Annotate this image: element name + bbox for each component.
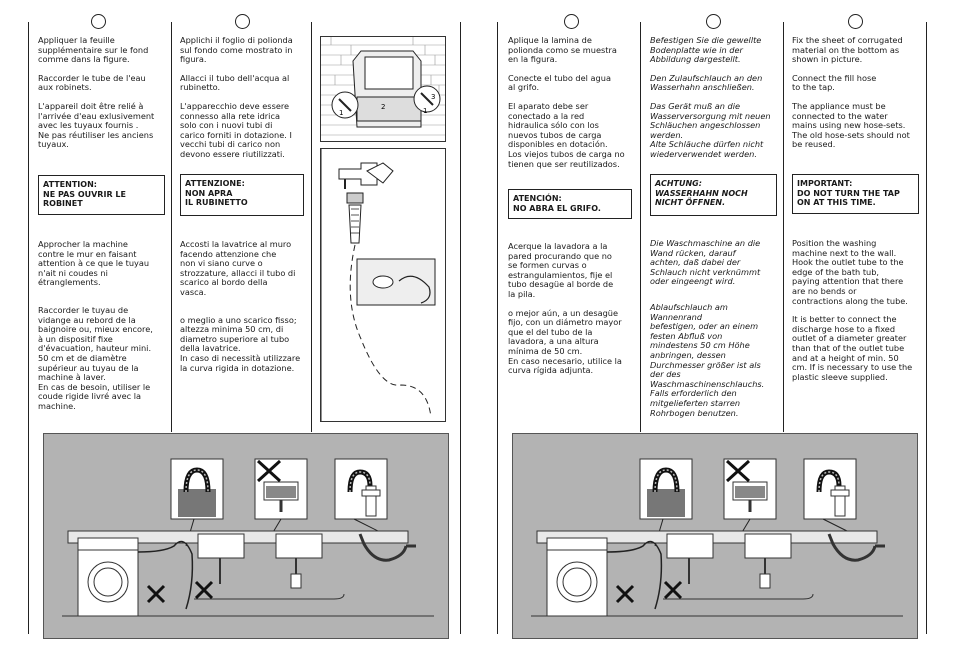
- de-paragraph-2: Den Zulaufschlauch an den Wasserhahn ans…: [650, 72, 763, 93]
- it-paragraph-5: o meglio a uno scarico fisso; altezza mi…: [180, 314, 301, 373]
- circle-marker-en: [848, 14, 863, 29]
- divider: [311, 22, 312, 432]
- en-paragraph-1: Fix the sheet of corrugated material on …: [792, 35, 903, 65]
- de-paragraph-3: Das Gerät muß an die Wasserversorgung mi…: [650, 100, 771, 159]
- circle-marker-es: [564, 14, 579, 29]
- es-paragraph-4: Acerque la lavadora a la pared procurand…: [508, 241, 614, 299]
- column-fr-lower: Approcher la machine contre le mur en fa…: [38, 239, 168, 421]
- fr-paragraph-3: L'appareil doit être relié à l'arrivée d…: [38, 100, 155, 150]
- drain-connection-figure: [43, 433, 449, 639]
- divider: [497, 22, 498, 634]
- figure-label: 1: [339, 109, 343, 117]
- figure-label: 3: [431, 93, 435, 101]
- column-en: Fix the sheet of corrugated material on …: [792, 35, 924, 159]
- it-paragraph-1: Applichi il foglio di polionda sul fondo…: [180, 35, 293, 65]
- column-it-lower: Accosti la lavatrice al muro facendo att…: [180, 239, 308, 382]
- de-warning-box: ACHTUNG: WASSERHAHN NOCH NICHT ÖFFNEN.: [650, 174, 777, 216]
- fr-paragraph-5: Raccorder le tuyau de vidange au rebord …: [38, 304, 153, 411]
- column-en-lower: Position the washing machine next to the…: [792, 238, 924, 391]
- circle-marker-it: [235, 14, 250, 29]
- fr-paragraph-1: Appliquer la feuille supplémentaire sur …: [38, 35, 149, 65]
- en-paragraph-2: Connect the fill hose to the tap.: [792, 72, 877, 93]
- divider: [460, 22, 461, 634]
- circle-marker-de: [706, 14, 721, 29]
- corrugated-sheet-figure: 2 1 3 1: [320, 36, 446, 142]
- es-warning-box: ATENCIÓN: NO ABRA EL GRIFO.: [508, 189, 632, 219]
- en-warning-box: IMPORTANT: DO NOT TURN THE TAP ON AT THI…: [792, 174, 919, 214]
- column-fr: Appliquer la feuille supplémentaire sur …: [38, 35, 168, 159]
- figure-label: 1: [423, 107, 427, 115]
- it-paragraph-2: Allacci il tubo dell'acqua al rubinetto.: [180, 72, 290, 93]
- column-es: Aplique la lamina de polionda como se mu…: [508, 35, 638, 178]
- en-paragraph-5: It is better to connect the discharge ho…: [792, 314, 913, 382]
- en-paragraph-3: The appliance must be connected to the w…: [792, 100, 910, 150]
- column-es-lower: Acerque la lavadora a la pared procurand…: [508, 241, 638, 385]
- fr-warning-box: ATTENTION: NE PAS OUVRIR LE ROBINET: [38, 175, 165, 215]
- es-paragraph-2: Conecte el tubo del agua al grifo.: [508, 72, 611, 93]
- de-paragraph-1: Befestigen Sie die gewellte Bodenplatte …: [650, 35, 762, 65]
- figure-label: 2: [381, 103, 385, 111]
- es-paragraph-5: o mejor aún, a un desagüe fijo, con un d…: [508, 307, 622, 376]
- fr-paragraph-4: Approcher la machine contre le mur en fa…: [38, 239, 150, 288]
- column-de: Befestigen Sie die gewellte Bodenplatte …: [650, 35, 780, 169]
- en-paragraph-4: Position the washing machine next to the…: [792, 238, 908, 306]
- column-de-lower: Die Waschmaschine an die Wand rücken, da…: [650, 238, 780, 427]
- es-paragraph-1: Aplique la lamina de polionda como se mu…: [508, 35, 617, 65]
- divider: [926, 22, 927, 634]
- es-paragraph-3: El aparato debe ser conectado a la red h…: [508, 100, 625, 169]
- tap-connection-figure: [320, 148, 446, 422]
- column-it: Applichi il foglio di polionda sul fondo…: [180, 35, 308, 169]
- divider: [171, 22, 172, 432]
- it-warning-box: ATTENZIONE: NON APRA IL RUBINETTO: [180, 174, 304, 216]
- it-paragraph-3: L'apparecchio deve essere connesso alla …: [180, 100, 292, 159]
- divider: [640, 22, 641, 432]
- de-paragraph-4: Die Waschmaschine an die Wand rücken, da…: [650, 238, 761, 287]
- divider: [783, 22, 784, 432]
- fr-paragraph-2: Raccorder le tube de l'eau aux robinets.: [38, 72, 146, 93]
- circle-marker-fr: [91, 14, 106, 29]
- it-paragraph-4: Accosti la lavatrice al muro facendo att…: [180, 239, 296, 297]
- de-paragraph-5: Ablaufschlauch am Wannenrand befestigen,…: [650, 301, 765, 418]
- drain-connection-figure: [512, 433, 918, 639]
- divider: [28, 22, 29, 634]
